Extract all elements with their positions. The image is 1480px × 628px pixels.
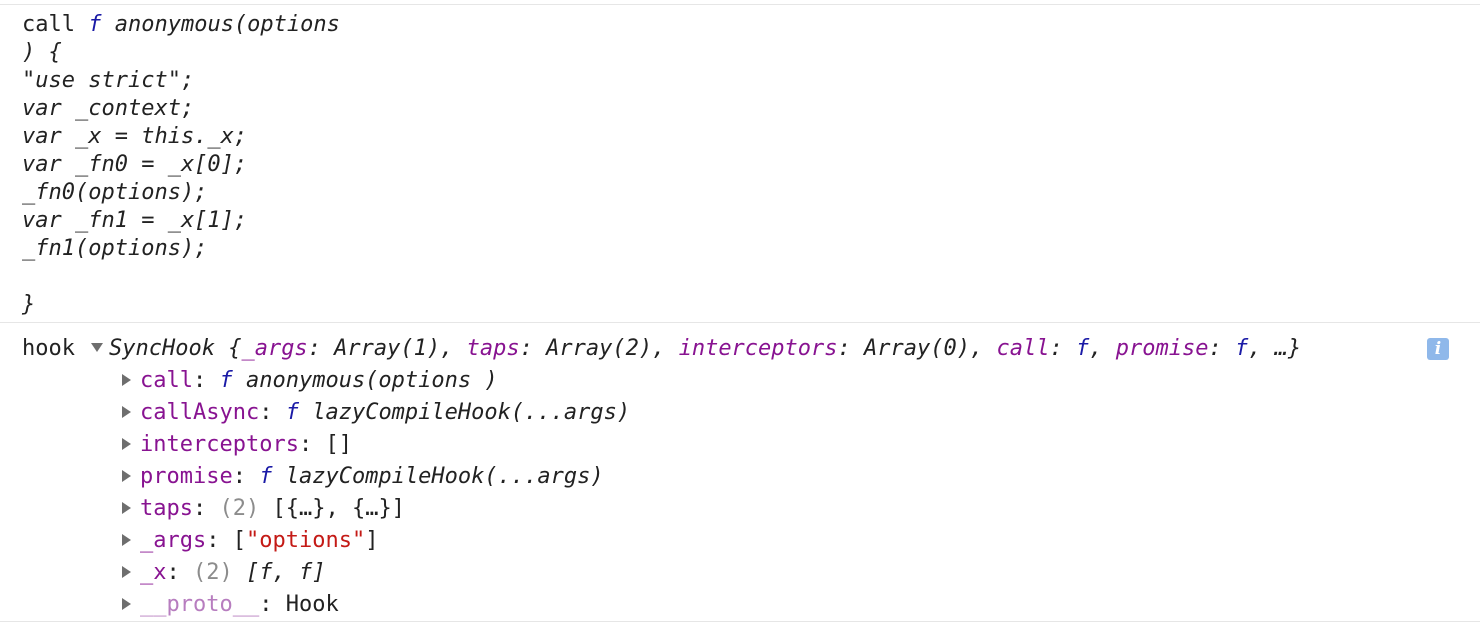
object-summary[interactable]: SyncHook {_args: Array(1), taps: Array(2… xyxy=(109,336,1301,361)
array-length: (2) xyxy=(193,560,233,585)
property-sep: : xyxy=(192,496,220,521)
function-signature: anonymous(options xyxy=(114,12,340,37)
property-value: [] xyxy=(325,432,352,457)
code-line: var _context; xyxy=(22,96,195,121)
property-key: taps xyxy=(140,496,193,521)
expand-triangle-right-icon[interactable] xyxy=(122,501,131,514)
property-row-args[interactable]: _args: ["options"] xyxy=(22,525,1480,557)
expand-triangle-right-icon[interactable] xyxy=(122,373,131,386)
property-row-taps[interactable]: taps: (2) [{…}, {…}] xyxy=(22,493,1480,525)
summary-key: interceptors xyxy=(678,336,838,361)
function-glyph: f xyxy=(1234,336,1249,361)
code-line: var _x = this._x; xyxy=(22,124,248,149)
class-name: SyncHook xyxy=(108,336,215,361)
property-row-x[interactable]: _x: (2) [f, f] xyxy=(22,557,1480,589)
summary-value: : Array(0), xyxy=(837,336,997,361)
summary-value: : xyxy=(1049,336,1076,361)
code-line: ) { xyxy=(22,40,62,65)
property-sep: : xyxy=(206,528,233,553)
property-row-callAsync[interactable]: callAsync: f lazyCompileHook(...args) xyxy=(22,397,1480,429)
info-icon[interactable]: i xyxy=(1427,338,1449,360)
property-sep: : xyxy=(232,464,260,489)
code-line: var _fn1 = _x[1]; xyxy=(22,208,248,233)
expand-triangle-right-icon[interactable] xyxy=(122,437,131,450)
summary-value: : xyxy=(1208,336,1235,361)
property-row-promise[interactable]: promise: f lazyCompileHook(...args) xyxy=(22,461,1480,493)
summary-key: _args xyxy=(241,336,308,361)
code-line: _fn1(options); xyxy=(22,236,208,261)
expand-triangle-right-icon[interactable] xyxy=(122,565,131,578)
summary-text: { xyxy=(214,336,242,361)
summary-value: , …} xyxy=(1248,336,1302,361)
property-sep: : xyxy=(192,368,220,393)
function-glyph: f xyxy=(1075,336,1090,361)
summary-key: taps xyxy=(466,336,520,361)
property-sep: : xyxy=(259,592,286,617)
function-glyph: f xyxy=(259,464,273,489)
property-value: lazyCompileHook(...args) xyxy=(272,464,604,489)
expand-triangle-down-icon[interactable] xyxy=(90,343,103,352)
property-row-proto[interactable]: __proto__: Hook xyxy=(22,589,1480,621)
code-line: } xyxy=(22,292,36,317)
property-row-interceptors[interactable]: interceptors: [] xyxy=(22,429,1480,461)
code-line: _fn0(options); xyxy=(22,180,208,205)
expand-triangle-right-icon[interactable] xyxy=(122,533,131,546)
expand-triangle-right-icon[interactable] xyxy=(122,597,131,610)
function-glyph: f xyxy=(219,368,233,393)
summary-value: : Array(1), xyxy=(307,336,467,361)
bracket-close: ] xyxy=(365,528,379,553)
expand-triangle-right-icon[interactable] xyxy=(122,405,131,418)
summary-value: , xyxy=(1089,336,1116,361)
property-key: _x xyxy=(140,560,167,585)
summary-key: call xyxy=(996,336,1050,361)
property-sep: : xyxy=(298,432,326,457)
expand-triangle-right-icon[interactable] xyxy=(122,469,131,482)
property-key: _args xyxy=(140,528,207,553)
code-line: var _fn0 = _x[0]; xyxy=(22,152,248,177)
property-value: [{…}, {…}] xyxy=(259,496,405,521)
property-key: promise xyxy=(140,464,233,489)
property-sep: : xyxy=(259,400,286,425)
string-value: "options" xyxy=(245,528,366,553)
summary-key: promise xyxy=(1115,336,1209,361)
code-line-signature: call f anonymous(options xyxy=(22,11,1480,39)
summary-value: : Array(2), xyxy=(519,336,679,361)
function-glyph: f xyxy=(285,400,299,425)
property-value: [f, f] xyxy=(232,560,326,585)
function-glyph: f xyxy=(88,12,102,37)
log-label-hook: hook xyxy=(22,336,75,361)
property-key: call xyxy=(140,368,193,393)
property-key: interceptors xyxy=(140,432,299,457)
bracket-open: [ xyxy=(232,528,246,553)
property-sep: : xyxy=(166,560,193,585)
array-length: (2) xyxy=(219,496,260,521)
property-row-call[interactable]: call: f anonymous(options ) xyxy=(22,365,1480,397)
property-value: anonymous(options ) xyxy=(232,368,498,393)
console-message-call: call f anonymous(options ) { "use strict… xyxy=(0,4,1480,322)
log-label-call: call xyxy=(22,12,75,37)
property-value: Hook xyxy=(285,592,339,617)
property-key: __proto__ xyxy=(140,592,260,617)
code-line: "use strict"; xyxy=(22,68,195,93)
property-key: callAsync xyxy=(140,400,260,425)
property-value: lazyCompileHook(...args) xyxy=(298,400,631,425)
code-line xyxy=(22,263,1480,291)
